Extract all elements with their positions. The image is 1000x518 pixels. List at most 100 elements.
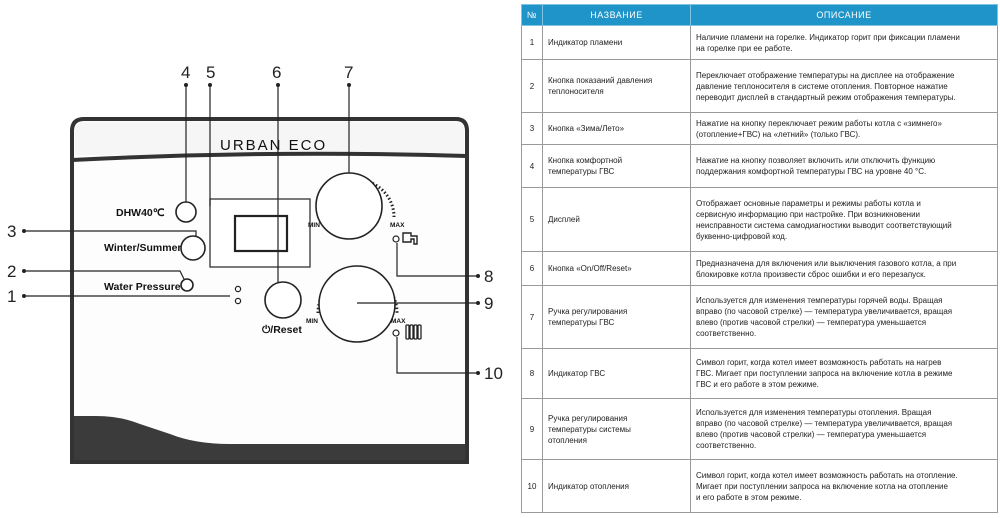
callout-2: 2	[7, 262, 16, 281]
row-name: Кнопка «Зима/Лето»	[542, 112, 691, 145]
dhw-comfort-button[interactable]	[175, 201, 197, 223]
leader-dot-9	[476, 301, 480, 305]
row-name-line: Ручка регулирования	[548, 307, 628, 316]
row-description-line: вправо (по часовой стрелке) — температур…	[696, 419, 953, 428]
row-number: 4	[521, 144, 543, 188]
row-description-line: соответственно.	[696, 329, 757, 338]
row-description-line: давление теплоносителя в системе отоплен…	[696, 81, 948, 91]
row-name: Индикатор отопления	[542, 459, 691, 513]
heating-indicator-led	[392, 329, 400, 337]
row-number: 5	[521, 187, 543, 252]
row-name-line: температуры ГВС	[548, 318, 615, 327]
row-description: Нажатие на кнопку позволяет включить или…	[690, 144, 998, 188]
callout-3: 3	[7, 222, 16, 241]
table-header-row: № НАЗВАНИЕ ОПИСАНИЕ	[521, 4, 998, 26]
row-description-line: Используется для изменения температуры о…	[696, 408, 932, 417]
row-description-line: соответственно.	[696, 441, 757, 450]
radiator-icon	[405, 324, 422, 340]
row-description: Символ горит, когда котел имеет возможно…	[690, 459, 998, 513]
dhw-indicator-led	[392, 235, 400, 243]
brand-logo: URBAN ECO	[220, 137, 327, 154]
row-description: Наличие пламени на горелке. Индикатор го…	[690, 25, 998, 60]
heating-knob-min-label: MIN	[306, 318, 318, 325]
callout-6: 6	[272, 63, 281, 82]
callout-8: 8	[484, 267, 493, 286]
callout-7: 7	[344, 63, 353, 82]
leader-dot-8	[476, 274, 480, 278]
row-name-line: Индикатор отопления	[548, 481, 629, 491]
row-name: Ручка регулирования температуры ГВС	[542, 285, 691, 349]
row-name-line: теплоносителя	[548, 87, 604, 96]
leader-10	[396, 337, 478, 374]
dhw-tap-icon	[402, 232, 418, 245]
row-description-line: Нажатие на кнопку переключает режим рабо…	[696, 118, 942, 128]
row-number: 9	[521, 398, 543, 460]
row-description-line: Отображает основные параметры и режимы р…	[696, 198, 921, 208]
row-name-line: Кнопка «On/Off/Reset»	[548, 264, 632, 273]
water-pressure-button[interactable]	[180, 278, 194, 292]
row-description-line: ГВС. Мигает при поступлении запроса на в…	[696, 369, 953, 378]
row-description-line: на горелке при ее работе.	[696, 43, 793, 53]
row-description-line: Предназначена для включения или выключен…	[696, 258, 957, 268]
row-description-line: Нажатие на кнопку позволяет включить или…	[696, 156, 936, 165]
dhw-knob-min-label: MIN	[308, 222, 320, 229]
table-row: 7 Ручка регулирования температуры ГВС Испол…	[521, 285, 998, 349]
dhw-temperature-knob[interactable]	[315, 172, 383, 240]
row-description: Отображает основные параметры и режимы р…	[690, 187, 998, 252]
row-description-line: Мигает при поступлении запроса на включе…	[696, 481, 948, 491]
leader-dot-5	[208, 83, 212, 87]
leader-3	[24, 230, 197, 236]
row-description: Предназначена для включения или выключен…	[690, 251, 998, 286]
row-description-line: неисправности система самодиагностики вы…	[696, 220, 952, 230]
row-description: Нажатие на кнопку переключает режим рабо…	[690, 112, 998, 145]
reset-label: ⏻/Reset	[262, 323, 302, 336]
header-description: ОПИСАНИЕ	[690, 4, 998, 26]
row-name: Индикатор ГВС	[542, 348, 691, 399]
row-description-line: Символ горит, когда котел имеет возможно…	[696, 470, 958, 480]
row-name-line: Индикатор ГВС	[548, 369, 606, 378]
boiler-panel-diagram: URBAN ECO DHW40℃ Winter/Summer Water Pre…	[7, 63, 503, 464]
winter-summer-button[interactable]	[180, 235, 206, 261]
row-name-line: Индикатор пламени	[548, 38, 623, 47]
row-description-line: влево (против часовой стрелки) — темпера…	[696, 430, 927, 439]
flame-indicator-icon	[234, 285, 242, 305]
row-description: Переключает отображение температуры на д…	[690, 59, 998, 113]
heating-knob-max-label: MAX	[391, 318, 406, 325]
row-name: Индикатор пламени	[542, 25, 691, 60]
row-description-line: сервисную информацию при настройке. При …	[696, 209, 920, 219]
row-name-line: Ручка регулирования	[548, 413, 628, 423]
row-number: 6	[521, 251, 543, 286]
row-description: Символ горит, когда котел имеет возможно…	[690, 348, 998, 399]
row-description-line: Наличие пламени на горелке. Индикатор го…	[696, 32, 960, 42]
row-name-line: Кнопка показаний давления	[548, 76, 653, 85]
on-off-reset-button[interactable]	[264, 281, 302, 319]
panel-top-band	[75, 122, 464, 155]
leader-dot-6	[276, 83, 280, 87]
row-number: 2	[521, 59, 543, 113]
dhw-label: DHW40℃	[116, 207, 165, 219]
row-number: 7	[521, 285, 543, 349]
row-description-line: буквенно-цифровой код.	[696, 231, 788, 241]
header-number: №	[521, 4, 543, 26]
row-name: Кнопка показаний давления теплоносителя	[542, 59, 691, 113]
row-description: Используется для изменения температуры г…	[690, 285, 998, 349]
leader-dot-2	[22, 269, 26, 273]
row-description-line: и его работе в этом режиме.	[696, 492, 802, 502]
heating-temperature-knob[interactable]	[318, 265, 396, 343]
leader-dot-1	[22, 294, 26, 298]
callout-5: 5	[206, 63, 215, 82]
callout-10: 10	[484, 364, 503, 383]
row-description-line: ГВС и его работе в этом режиме.	[696, 380, 819, 389]
callout-4: 4	[181, 63, 190, 82]
row-description-line: поддержания комфортной температуры ГВС н…	[696, 167, 927, 176]
row-description-line: влево (против часовой стрелки) — темпера…	[696, 318, 927, 327]
display-screen	[233, 214, 289, 253]
row-name-line: отопления	[548, 435, 587, 445]
